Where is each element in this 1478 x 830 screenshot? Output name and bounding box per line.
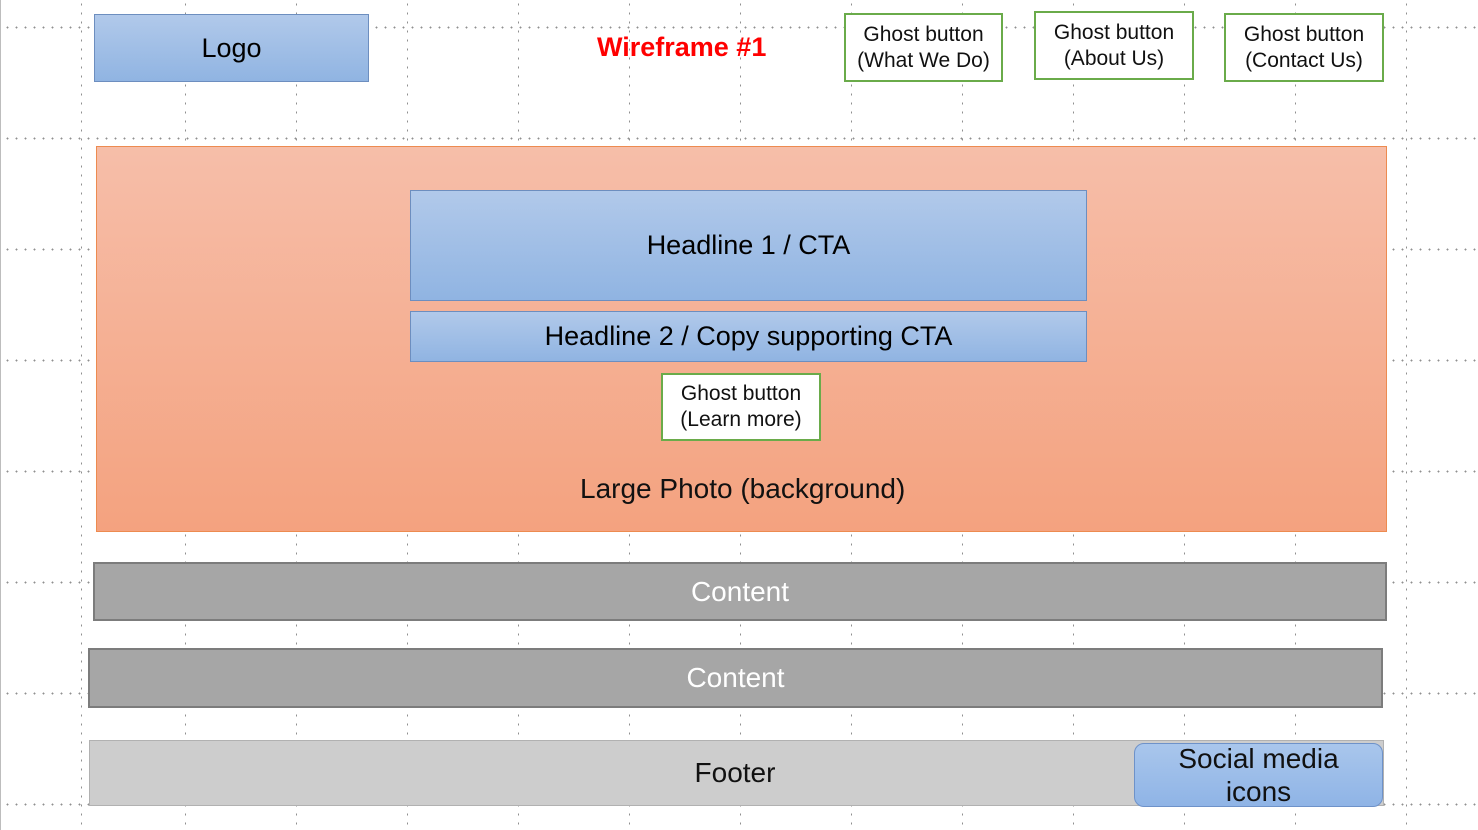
nav-button-what-we-do[interactable]: Ghost button (What We Do) [844, 13, 1003, 82]
nav-button-label: Ghost button [1243, 22, 1365, 46]
logo-box[interactable]: Logo [94, 14, 369, 82]
hero-headline-2[interactable]: Headline 2 / Copy supporting CTA [410, 311, 1087, 362]
content-label: Content [690, 575, 790, 607]
page-title: Wireframe #1 [597, 32, 767, 62]
nav-button-label: Ghost button [1053, 20, 1175, 44]
learn-more-button[interactable]: Ghost button (Learn more) [661, 373, 821, 441]
learn-more-sublabel: (Learn more) [680, 408, 802, 431]
social-media-icons[interactable]: Social media icons [1134, 743, 1383, 807]
logo-label: Logo [201, 32, 262, 63]
nav-button-label: Ghost button [863, 22, 984, 46]
nav-button-sublabel: (What We Do) [857, 48, 990, 72]
grid-line [1406, 0, 1407, 830]
photo-background-label: Large Photo (background) [580, 473, 906, 504]
nav-button-sublabel: (Contact Us) [1245, 48, 1363, 72]
hero-headline-1[interactable]: Headline 1 / CTA [410, 190, 1087, 301]
content-label: Content [686, 662, 785, 693]
grid-line [81, 0, 82, 830]
canvas-edge-line [0, 0, 1, 830]
footer-label: Footer [694, 757, 776, 788]
nav-button-sublabel: (About Us) [1063, 46, 1165, 70]
social-label: Social media [1178, 743, 1339, 774]
nav-button-contact-us[interactable]: Ghost button (Contact Us) [1224, 13, 1384, 82]
learn-more-label: Ghost button [680, 382, 802, 405]
content-section-1[interactable]: Content [93, 562, 1387, 621]
nav-button-about-us[interactable]: Ghost button (About Us) [1034, 11, 1194, 80]
headline-1-text: Headline 1 / CTA [646, 230, 851, 260]
headline-2-text: Headline 2 / Copy supporting CTA [544, 321, 953, 351]
social-sublabel: icons [1225, 776, 1292, 807]
content-section-2[interactable]: Content [88, 648, 1383, 708]
